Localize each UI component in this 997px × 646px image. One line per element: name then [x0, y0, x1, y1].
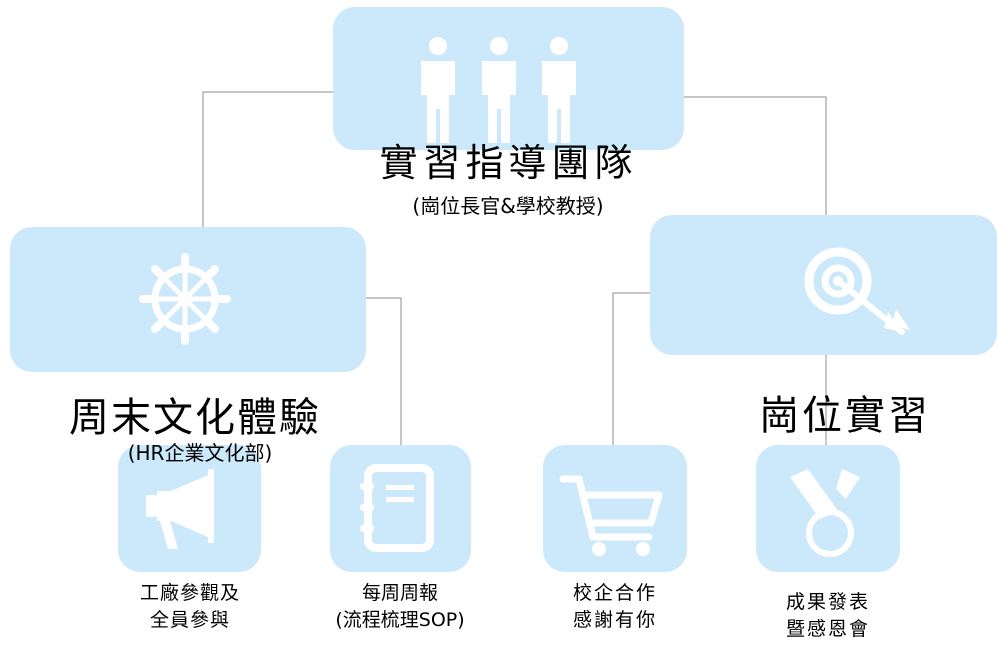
target-icon — [804, 247, 910, 335]
megaphone-icon — [146, 469, 214, 549]
top-node-tile — [333, 7, 684, 150]
left-node-tile — [10, 227, 366, 372]
item-label-results-presentation: 成果發表 暨感恩會 — [728, 589, 928, 643]
left-branch-title: 周末文化體驗 — [69, 395, 321, 441]
medal-icon — [790, 469, 860, 557]
top-title: 實習指導團隊 — [379, 141, 638, 185]
connector-top-to-left — [202, 91, 335, 228]
top-subtitle: (崗位長官&學校教授) — [412, 194, 604, 218]
item-label-line1: 每周周報 — [361, 582, 438, 604]
connector-right-to-cart — [612, 292, 651, 445]
notebook-tile — [330, 445, 471, 572]
medal-tile — [756, 445, 900, 572]
item-label-line1: 工廠參觀及 — [139, 582, 240, 604]
item-label-school-cooperation: 校企合作 感謝有你 — [515, 580, 715, 634]
item-label-line1: 校企合作 — [572, 582, 657, 604]
megaphone-tile — [118, 445, 261, 572]
item-label-line2: 暨感恩會 — [785, 618, 870, 640]
item-label-line2: 感謝有你 — [572, 609, 657, 631]
right-branch-title: 崗位實習 — [759, 393, 931, 439]
right-node-tile — [650, 215, 997, 355]
item-label-factory-visit: 工廠參觀及 全員參與 — [90, 580, 290, 634]
notebook-icon — [360, 464, 434, 552]
item-label-line2: (流程梳理SOP) — [335, 609, 465, 631]
connector-left-to-notebook — [365, 297, 402, 445]
item-label-weekly-report: 每周周報 (流程梳理SOP) — [300, 580, 500, 634]
connector-top-to-right — [683, 96, 827, 220]
left-branch-subtitle: (HR企業文化部) — [127, 441, 273, 465]
shopping-cart-icon — [559, 475, 663, 556]
people-icon — [421, 37, 576, 143]
item-label-line2: 全員參與 — [149, 609, 230, 631]
ship-wheel-icon — [139, 253, 231, 345]
item-label-line1: 成果發表 — [785, 591, 870, 613]
cart-tile — [543, 445, 687, 572]
